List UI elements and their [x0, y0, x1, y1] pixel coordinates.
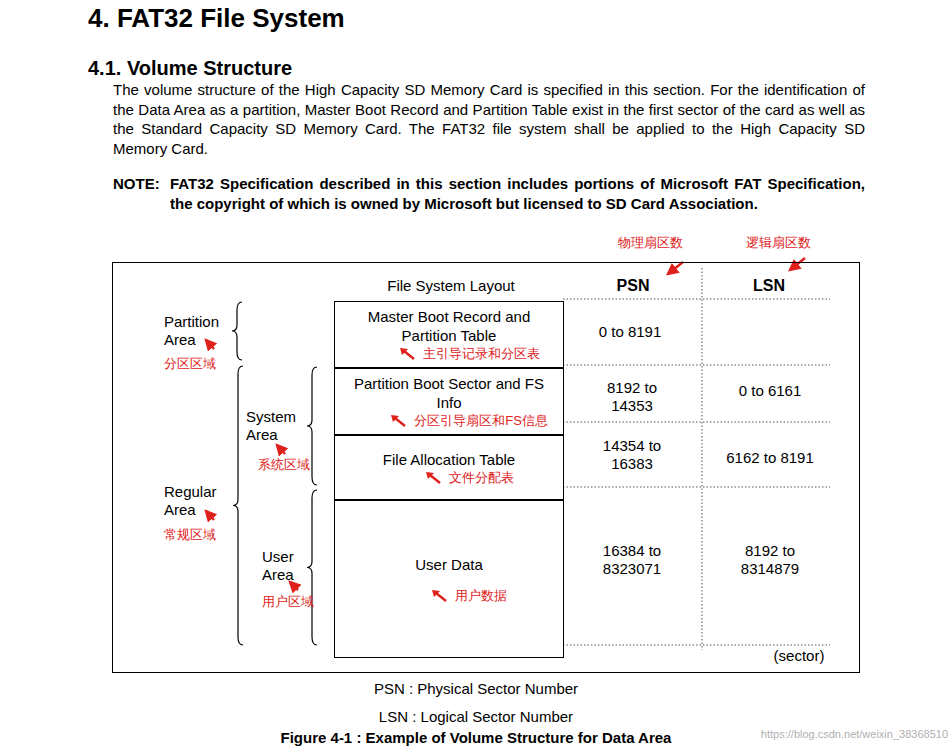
table-cell: 6162 to 8191 — [710, 449, 830, 467]
brace — [232, 302, 242, 360]
column-header: PSN — [603, 277, 663, 295]
red-arrow — [390, 415, 406, 427]
annotation-row: 分区引导扇区和FS信息 — [390, 413, 548, 429]
annotation-row: 用户数据 — [431, 588, 507, 604]
region-name: User Area — [262, 548, 306, 584]
annotation-row: 文件分配表 — [425, 470, 514, 486]
table-cell: 0 to 6161 — [720, 382, 820, 400]
layout-box: File Allocation Table文件分配表 — [334, 435, 564, 500]
table-cell: 16384 to 8323071 — [586, 542, 678, 578]
box-label: File Allocation Table — [383, 450, 515, 469]
red-arrow — [431, 590, 447, 602]
unit-note: (sector) — [764, 647, 834, 665]
red-arrow — [399, 348, 415, 360]
layout-box: Partition Boot Sector and FS Info分区引导扇区和… — [334, 368, 564, 435]
layout-box: Master Boot Record and Partition Table主引… — [334, 301, 564, 368]
table-cell: 0 to 8191 — [580, 323, 680, 341]
box-label: Partition Boot Sector and FS Info — [341, 374, 557, 412]
annotation: 主引导记录和分区表 — [423, 346, 540, 362]
annotation: 分区区域 — [164, 356, 234, 372]
watermark: https://blog.csdn.net/weixin_38368510 — [690, 727, 948, 741]
layout-box: User Data 用户数据 — [334, 500, 564, 658]
table-grid — [563, 268, 830, 650]
column-header: LSN — [739, 277, 799, 295]
column-header: File System Layout — [363, 277, 539, 294]
annotation: 常规区域 — [164, 527, 234, 543]
section-heading: 4.1. Volume Structure — [88, 56, 588, 80]
table-cell: 8192 to 14353 — [590, 379, 674, 415]
annotation: 分区引导扇区和FS信息 — [414, 413, 548, 429]
box-label: Master Boot Record and Partition Table — [341, 307, 557, 345]
brace — [307, 490, 317, 645]
annotation: 物理扇区数 — [618, 235, 718, 251]
definition: PSN : Physical Sector Number — [326, 680, 626, 698]
figure-caption: Figure 4-1 : Example of Volume Structure… — [226, 729, 726, 746]
red-arrow — [425, 472, 441, 484]
annotation: 系统区域 — [258, 457, 318, 473]
annotation: 用户数据 — [455, 588, 507, 604]
figure-frame: File System Layout PSN LSN Master Boot Reco… — [112, 262, 860, 673]
page-title: 4. FAT32 File System — [88, 3, 345, 34]
brace — [233, 366, 243, 645]
box-label: User Data — [415, 555, 483, 574]
red-arrow — [206, 258, 805, 590]
annotation: 文件分配表 — [449, 470, 514, 486]
definition: LSN : Logical Sector Number — [326, 708, 626, 726]
brace — [232, 302, 317, 645]
annotation-row: 主引导记录和分区表 — [399, 346, 540, 362]
paragraph: The volume structure of the High Capacit… — [113, 80, 865, 158]
table-cell: 8192 to 8314879 — [722, 542, 818, 578]
annotation: 用户区域 — [262, 594, 322, 610]
note-body: FAT32 Specification described in this se… — [170, 174, 865, 213]
annotation: 逻辑扇区数 — [746, 235, 846, 251]
region-name: Partition Area — [164, 313, 230, 349]
region-name: System Area — [246, 408, 306, 444]
region-name: Regular Area — [164, 483, 230, 519]
note-tag: NOTE: — [113, 174, 173, 194]
table-cell: 14354 to 16383 — [590, 437, 674, 473]
